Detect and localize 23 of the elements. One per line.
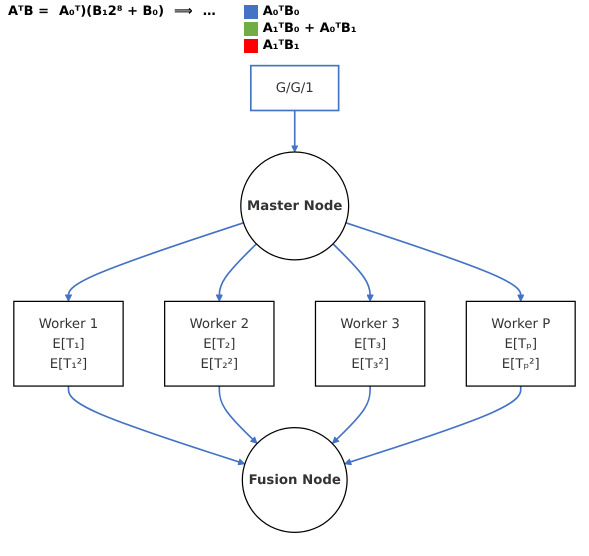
legend-text: A₀ᵀB₀	[262, 4, 300, 19]
formula-text: AᵀB =	[8, 4, 49, 19]
formula-text: ⟹	[174, 4, 193, 19]
arrow	[216, 243, 257, 302]
arrow	[291, 110, 298, 152]
node-box: Worker P E[Tₚ] E[Tₚ²]	[466, 300, 576, 387]
arrow	[64, 222, 244, 302]
node-box: G/G/1	[250, 64, 340, 112]
arrow	[68, 386, 246, 466]
arrow	[332, 386, 371, 444]
formula-text: …	[202, 4, 216, 19]
arrow	[218, 386, 258, 444]
node-circle: Fusion Node	[242, 426, 348, 533]
node-circle: Master Node	[240, 151, 350, 260]
arrow	[344, 386, 522, 466]
node-box: Worker 1 E[T₁] E[T₁²]	[13, 300, 124, 387]
legend-text: A₁ᵀB₀ + A₀ᵀB₁	[262, 21, 357, 36]
arrow	[346, 222, 524, 302]
arrow	[332, 243, 374, 302]
formula-text: A₀ᵀ)(B₁2⁸ + B₀)	[58, 4, 164, 19]
node-box: Worker 3 E[T₃] E[T₃²]	[314, 300, 426, 387]
node-box: Worker 2 E[T₂] E[T₂²]	[164, 300, 275, 387]
legend-text: A₁ᵀB₁	[262, 38, 300, 53]
